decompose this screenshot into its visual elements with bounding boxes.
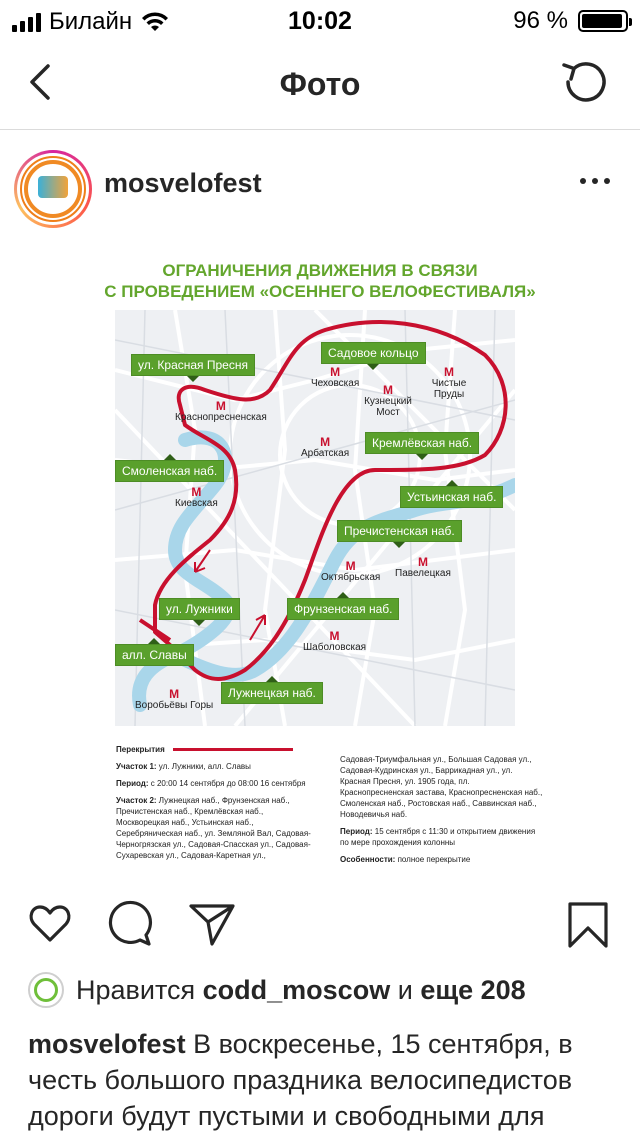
more-icon[interactable] <box>580 178 610 184</box>
likes-count[interactable]: еще 208 <box>420 974 526 1005</box>
metro-icon: M <box>320 435 331 449</box>
tag-prechistenskaya: Пречистенская наб. <box>337 520 462 548</box>
post-image[interactable]: ОГРАНИЧЕНИЯ ДВИЖЕНИЯ В СВЯЗИ С ПРОВЕДЕНИ… <box>0 236 640 876</box>
post-caption: mosvelofest В воскресенье, 15 сентября, … <box>28 1026 618 1136</box>
legend-section-1: Участок 1: ул. Лужники, алл. Славы <box>116 762 251 771</box>
navigation-bar: Фото <box>0 40 640 130</box>
heart-icon[interactable] <box>26 900 74 948</box>
closure-route <box>153 320 508 681</box>
tag-luzhnetskaya: Лужнецкая наб. <box>221 676 323 704</box>
avatar[interactable] <box>14 150 92 228</box>
mosvelofest-logo <box>20 156 86 222</box>
tag-smolenskaya: Смоленская наб. <box>115 454 225 482</box>
legend-streets-continued: Садовая-Триумфальная ул., Большая Садова… <box>340 755 543 819</box>
legend-period-1: Период: с 20:00 14 сентября до 08:00 16 … <box>116 779 306 788</box>
direction-arrow-icon <box>194 549 211 573</box>
caption-text: В воскресенье, 15 сентября, в честь боль… <box>28 1029 573 1131</box>
legend-features: Особенности: полное перекрытие <box>340 855 471 864</box>
battery-percent: 96 % <box>513 7 568 34</box>
battery-level <box>582 14 623 28</box>
wifi-icon <box>142 12 169 31</box>
direction-arrow-icon <box>249 614 266 641</box>
route-map: ул. Красная Пресня Садовое кольцо Кремлё… <box>115 310 515 726</box>
likes-text: Нравится codd_moscow и еще 208 <box>76 975 526 1006</box>
tag-ustinskaya: Устьинская наб. <box>400 480 504 508</box>
post-header: mosvelofest <box>0 130 640 234</box>
tag-luzhniki: ул. Лужники <box>159 598 240 626</box>
tag-krasnaya-presnya: ул. Красная Пресня <box>131 354 255 382</box>
caption-username[interactable]: mosvelofest <box>28 1029 186 1059</box>
liker-username[interactable]: codd_moscow <box>202 974 391 1005</box>
tag-kremlevskaya: Кремлёвская наб. <box>365 432 480 460</box>
back-chevron-icon[interactable] <box>22 60 62 104</box>
headline-line-2: С ПРОВЕДЕНИЕМ «ОСЕННЕГО ВЕЛОФЕСТИВАЛЯ» <box>104 282 536 301</box>
tag-sadovoe-kolco: Садовое кольцо <box>321 342 426 370</box>
battery-icon <box>578 10 632 32</box>
metro-icon: M <box>383 383 393 397</box>
metro-icon: M <box>330 365 341 379</box>
metro-icon: M <box>191 485 202 499</box>
likes-prefix: Нравится <box>76 974 196 1005</box>
page-title: Фото <box>279 66 361 102</box>
carrier-name: Билайн <box>49 8 133 35</box>
likes-conj: и <box>397 974 413 1005</box>
legend-period-2: Период: 15 сентября с 11:30 и открытием … <box>340 827 536 847</box>
tag-frunzenskaya: Фрунзенская наб. <box>287 592 400 620</box>
legend-title: Перекрытия <box>116 745 165 754</box>
tag-alleya-slavy: алл. Славы <box>115 638 194 666</box>
route-line-swatch <box>172 748 293 751</box>
metro-icon: M <box>417 555 428 569</box>
metro-icon: M <box>215 399 226 413</box>
metro-icon: M <box>345 559 356 573</box>
post-actions <box>0 896 640 958</box>
legend-section-2: Участок 2: Лужнецкая наб., Фрунзенская н… <box>116 796 311 860</box>
legend-title-row: Перекрытия <box>116 744 316 755</box>
signal-icon <box>12 12 41 32</box>
headline-line-1: ОГРАНИЧЕНИЯ ДВИЖЕНИЯ В СВЯЗИ <box>162 261 478 280</box>
clock: 10:02 <box>288 7 352 35</box>
metro-icon: M <box>444 365 454 379</box>
bookmark-icon[interactable] <box>564 900 612 948</box>
likes-row[interactable]: Нравится codd_moscow и еще 208 <box>28 972 526 1008</box>
post-username[interactable]: mosvelofest <box>104 168 262 198</box>
share-icon[interactable] <box>188 900 236 948</box>
liker-avatar <box>28 972 64 1008</box>
image-headline: ОГРАНИЧЕНИЯ ДВИЖЕНИЯ В СВЯЗИ С ПРОВЕДЕНИ… <box>0 260 640 302</box>
status-bar: Билайн 10:02 96 % <box>0 0 640 40</box>
refresh-icon[interactable] <box>558 56 610 108</box>
metro-icon: M <box>169 687 180 701</box>
comment-icon[interactable] <box>106 900 154 948</box>
metro-icon: M <box>329 629 340 643</box>
